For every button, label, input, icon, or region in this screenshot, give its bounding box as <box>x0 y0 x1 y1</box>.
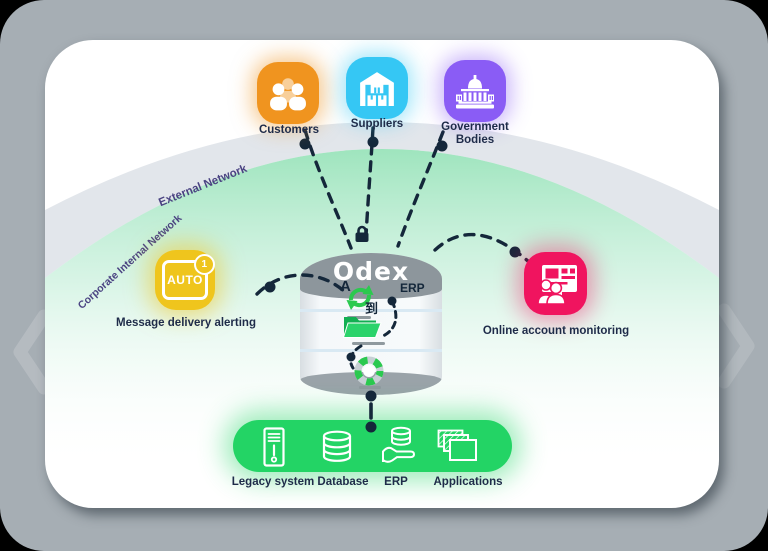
legacy-system-label: Legacy system <box>231 476 315 488</box>
erp-icon <box>382 426 416 463</box>
process-ring-icon <box>354 356 384 386</box>
message-alerting-label: Message delivery alerting <box>116 317 256 329</box>
suppliers-icon <box>360 72 394 106</box>
customers-node <box>257 62 319 124</box>
folder-icon <box>342 317 382 338</box>
monitoring-icon <box>536 264 577 305</box>
government-bodies-label: Government Bodies <box>441 121 509 147</box>
chevron-right-icon[interactable] <box>717 303 755 389</box>
database-label: Database <box>317 476 369 488</box>
auto-icon-text: AUTO <box>167 273 203 287</box>
notification-badge: 1 <box>194 254 215 275</box>
applications-label: Applications <box>433 476 503 488</box>
message-alerting-node: AUTO 1 <box>155 250 215 310</box>
government-icon <box>456 74 494 108</box>
chevron-left-icon[interactable] <box>13 309 51 395</box>
translate-from: A <box>340 278 351 295</box>
integration-bar <box>233 420 512 472</box>
account-monitoring-node <box>524 252 587 315</box>
erp-center-label: ERP <box>400 281 425 295</box>
database-icon <box>322 430 352 462</box>
suppliers-label: Suppliers <box>350 118 404 130</box>
suppliers-node <box>346 57 408 119</box>
account-monitoring-label: Online account monitoring <box>482 325 630 337</box>
lock-icon <box>355 225 369 242</box>
icon-shadow <box>359 386 381 389</box>
government-bodies-node <box>444 60 506 122</box>
erp-label: ERP <box>384 476 408 488</box>
translate-to: 到 <box>365 302 378 317</box>
customers-icon <box>270 78 306 111</box>
odex-platform-cylinder: Odex ERP A 到 <box>300 253 442 395</box>
external-network-band <box>45 122 719 278</box>
icon-shadow <box>352 342 385 345</box>
diagram-card: External Network Corporate Internal Netw… <box>45 40 719 508</box>
cylinder-divider <box>300 309 442 312</box>
applications-icon <box>437 429 477 461</box>
icon-shadow <box>347 316 371 319</box>
legacy-system-icon <box>263 427 285 467</box>
cylinder-divider <box>300 349 442 352</box>
auto-icon: AUTO 1 <box>162 254 215 300</box>
